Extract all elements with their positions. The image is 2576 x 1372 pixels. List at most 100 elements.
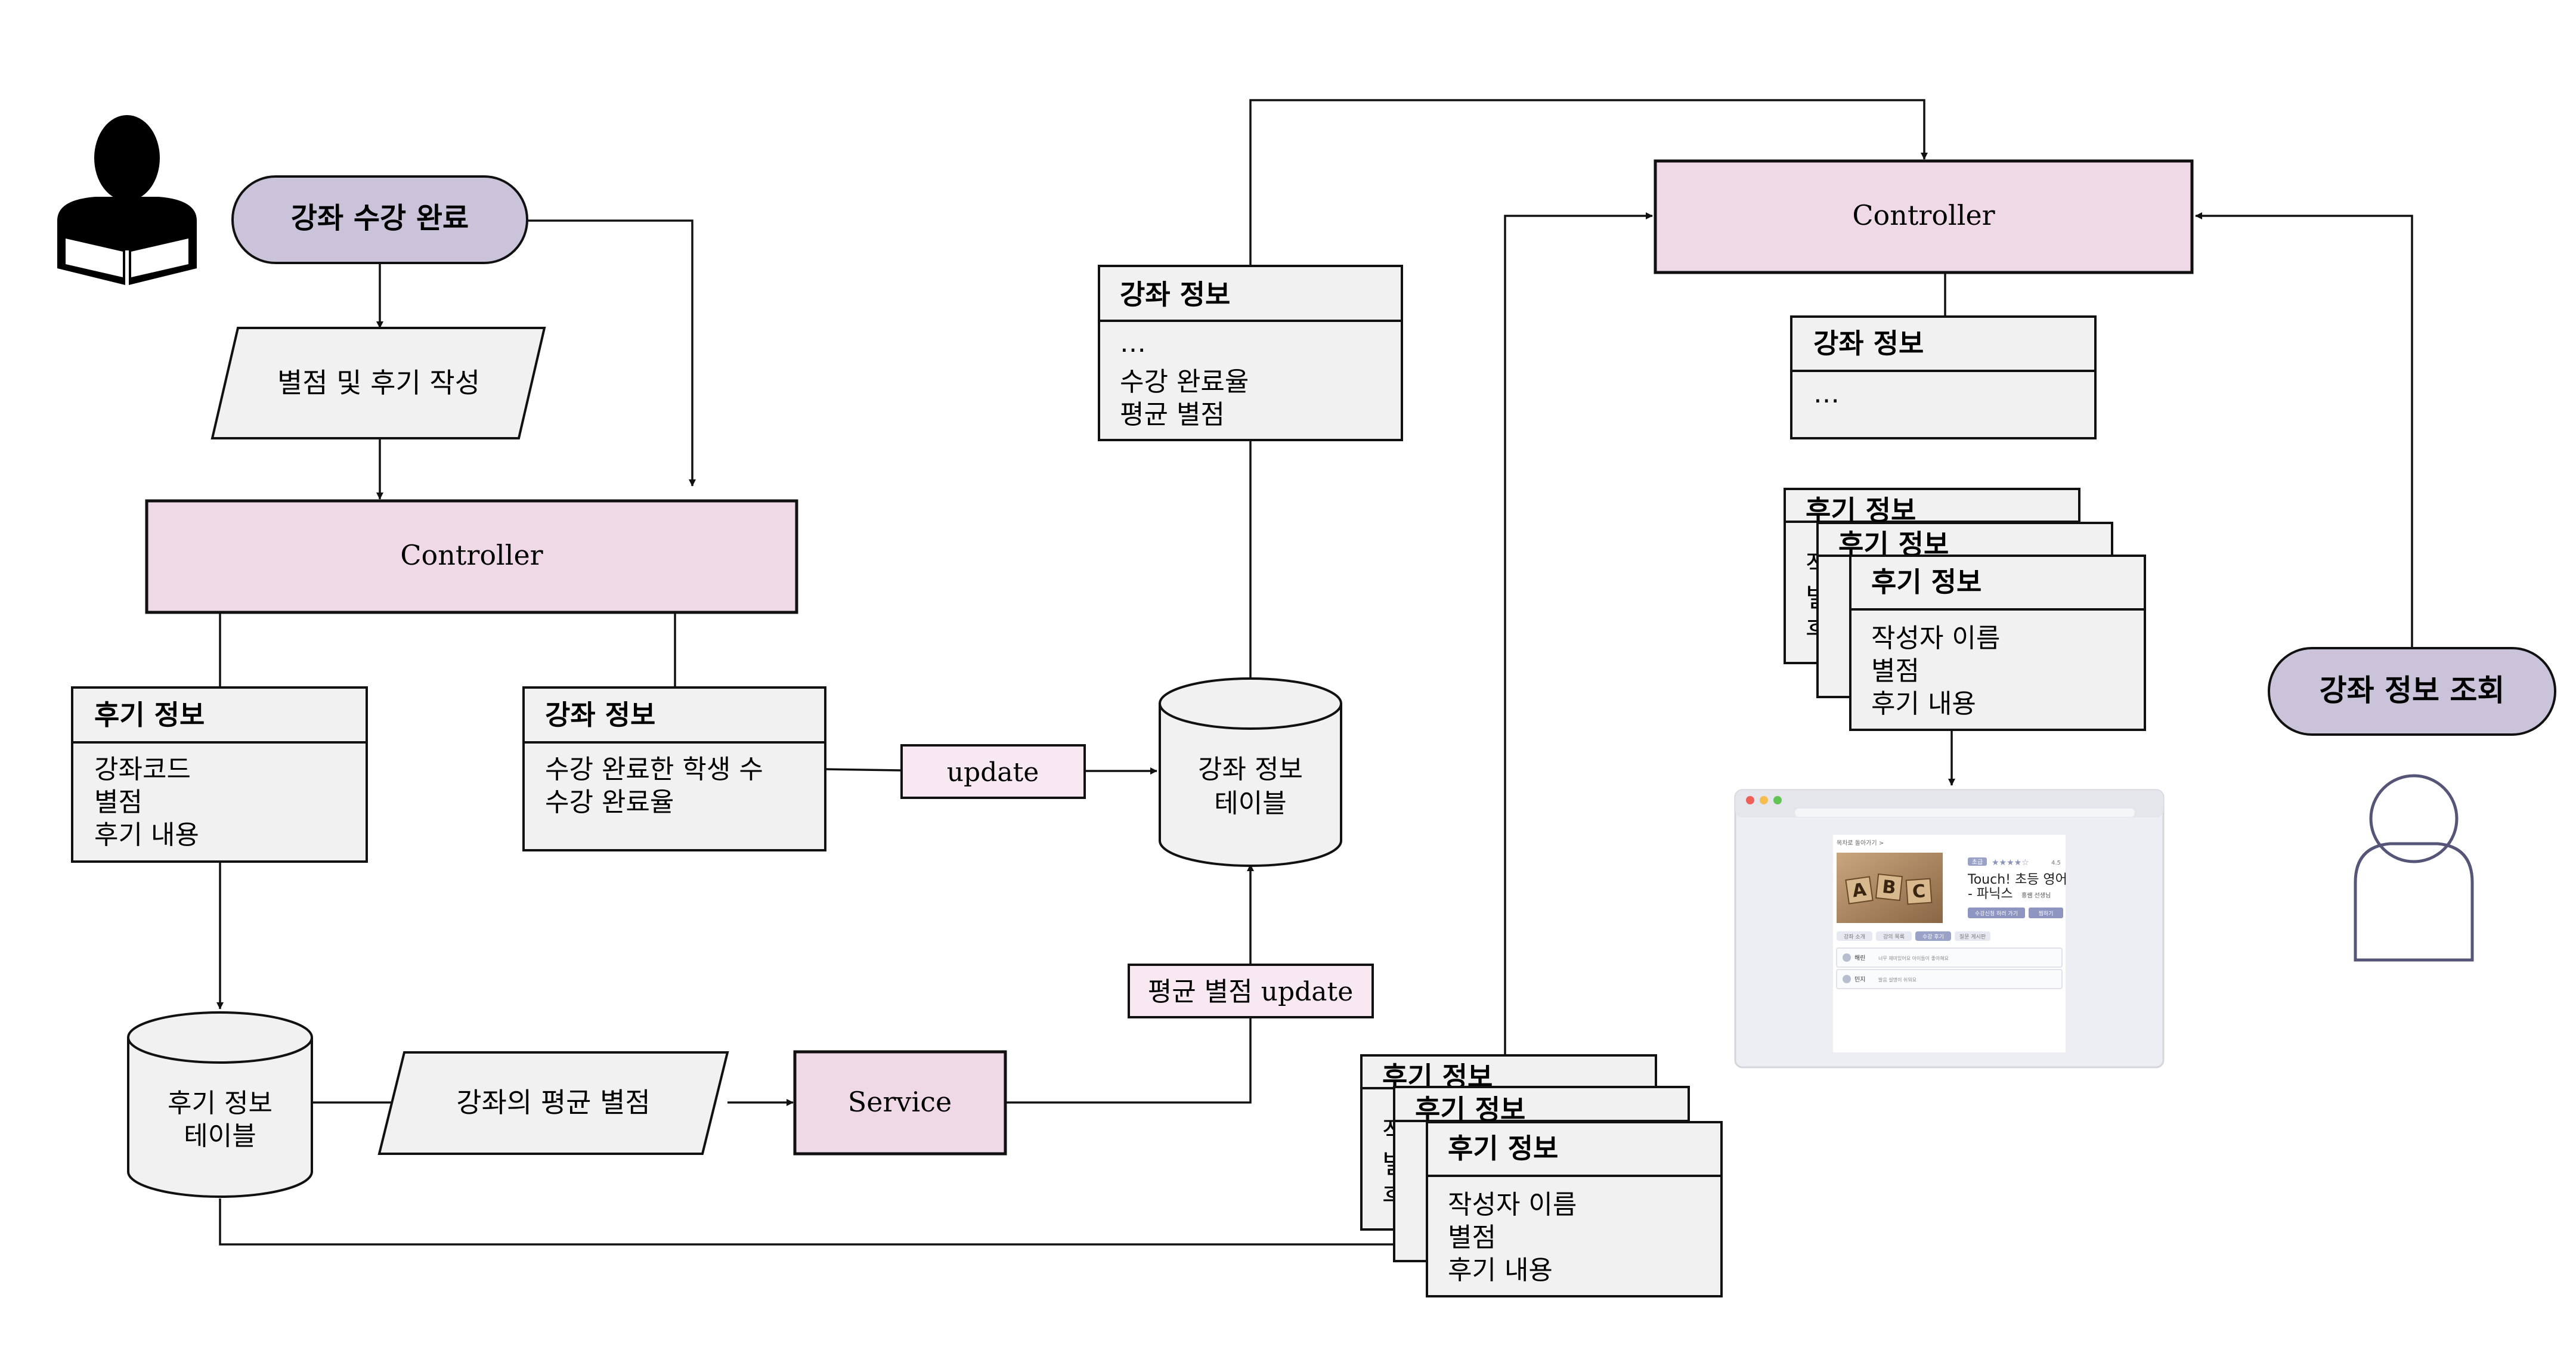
course-info-box-middle: 강좌 정보 … 수강 완료율 평균 별점: [1098, 265, 1403, 441]
connector-lines: [216, 99, 2413, 1246]
review-stack-mid-back-title-2: 후기 정보: [1415, 1094, 1525, 1126]
course-info-left-line-2: 수강 완료율: [545, 787, 674, 817]
query-pill: 강좌 정보 조회: [2268, 647, 2556, 736]
course-info-left-line-1: 수강 완료한 학생 수: [545, 754, 763, 785]
course-title-2: - 파닉스: [1968, 887, 2013, 902]
service-label: Service: [848, 1086, 952, 1118]
course-table-line-1: 강좌 정보: [1198, 754, 1303, 785]
line-service-to-avg-update: [1005, 1014, 1252, 1104]
review-stack-middle: 후기 정보 작 별 후 후기 정보 후기 정보 작성자 이름 별점 후기 내용: [1360, 1054, 1723, 1297]
arrow-course-info-to-controller: [1249, 99, 1928, 266]
level-badge-text: 초급: [1972, 859, 1983, 866]
start-label: 강좌 수강 완료: [291, 202, 469, 235]
start-pill: 강좌 수강 완료: [231, 175, 528, 264]
tab-qna-label: 질문 게시판: [1959, 933, 1986, 940]
enroll-button-label: 수강신청 하러 가기: [1975, 910, 2018, 917]
course-info-right-line-1: …: [1813, 379, 1840, 409]
course-info-mid-line-1: …: [1120, 328, 1146, 358]
review-info-line-3: 후기 내용: [94, 820, 199, 850]
review-stack-right-back-title-1: 후기 정보: [1806, 494, 1916, 526]
review-stack-mid-title: 후기 정보: [1448, 1132, 1558, 1165]
controller-right-label: Controller: [1852, 199, 1995, 231]
tab-qna[interactable]: [1955, 931, 1990, 941]
course-info-right-title: 강좌 정보: [1813, 327, 1924, 360]
svg-text:C: C: [1912, 881, 1926, 902]
avg-update-label: 평균 별점 update: [1148, 977, 1354, 1007]
tab-lecture-list[interactable]: [1876, 931, 1912, 941]
window-min-dot: [1760, 796, 1768, 804]
review-table-cylinder: 후기 정보 테이블: [127, 1011, 313, 1198]
review-card-right-front: [1849, 555, 2146, 731]
course-table-cylinder: 강좌 정보 테이블: [1159, 677, 1342, 867]
avg-update-label-box: 평균 별점 update: [1128, 964, 1374, 1018]
enroll-button[interactable]: [1968, 908, 2025, 918]
course-page-screenshot: 목차로 돌아가기 > A B C 초급 ★★★★☆ 4.5 Touch! 초등 …: [1734, 789, 2165, 1069]
review-input-shape: 별점 및 후기 작성: [210, 327, 546, 439]
review-item-2-name: 민지: [1854, 976, 1865, 983]
review-stack-right-line-2: 별점: [1871, 656, 1919, 686]
controller-left-label: Controller: [400, 539, 543, 571]
course-info-box-left: 강좌 정보 수강 완료한 학생 수 수강 완료율: [522, 686, 826, 851]
course-info-mid-line-2: 수강 완료율: [1120, 367, 1249, 397]
review-item-1-name: 해린: [1854, 954, 1865, 962]
arrow-start-to-controller: [527, 219, 696, 487]
tab-reviews[interactable]: [1915, 931, 1951, 941]
review-stack-mid-line-1: 작성자 이름: [1448, 1190, 1577, 1220]
review-card-front: [1426, 1121, 1723, 1297]
review-stack-right-title: 후기 정보: [1871, 566, 1981, 598]
tab-reviews-label: 수강 후기: [1922, 934, 1944, 940]
person-reading-book-icon: [57, 115, 197, 285]
tab-course-intro-label: 강좌 소개: [1844, 934, 1865, 940]
arrow-query-to-controller: [2195, 212, 2413, 648]
level-badge: [1968, 857, 1987, 866]
review-stack-right: 후기 정보 작 별 후 후기 정보 후기 정보 작성자 이름 별점 후기 내용: [1784, 488, 2146, 731]
review-item-2-text: 발음 설명이 쉬워요: [1878, 977, 1916, 983]
course-info-box-right: 강좌 정보 …: [1790, 315, 2097, 439]
course-info-mid-line-3: 평균 별점: [1120, 399, 1225, 430]
review-stack-right-line-3: 후기 내용: [1871, 689, 1976, 719]
update-label-box: update: [900, 744, 1086, 799]
line-course-info-to-update: [825, 768, 902, 772]
review-table-line-2: 테이블: [184, 1121, 256, 1151]
course-table-line-2: 테이블: [1214, 788, 1286, 819]
review-stack-right-line-1: 작성자 이름: [1871, 623, 2000, 654]
review-info-box: 후기 정보 강좌코드 별점 후기 내용: [71, 686, 368, 863]
teacher-name: 홍쌤 선생님: [2021, 891, 2051, 899]
service-box: Service: [793, 1050, 1007, 1156]
review-item-1: [1836, 947, 2063, 968]
address-bar: [1795, 809, 2135, 817]
review-info-line-2: 별점: [94, 787, 143, 817]
screenshot-breadcrumb: 목차로 돌아가기 >: [1837, 840, 1884, 847]
arrow-review-stack-to-controller: [1504, 212, 1653, 1055]
review-table-line-1: 후기 정보: [168, 1088, 273, 1119]
avg-rating-shape: 강좌의 평균 별점: [377, 1051, 729, 1155]
svg-text:B: B: [1881, 877, 1897, 899]
input-label: 별점 및 후기 작성: [277, 367, 480, 399]
wishlist-button[interactable]: [2029, 908, 2063, 918]
course-info-left-title: 강좌 정보: [545, 699, 655, 731]
line-review-table-to-stack: [219, 1198, 1425, 1246]
tab-course-intro[interactable]: [1837, 931, 1872, 941]
rating-value: 4.5: [2051, 860, 2061, 866]
svg-text:A: A: [1851, 879, 1868, 902]
star-rating: ★★★★☆: [1992, 858, 2029, 868]
course-info-mid-title: 강좌 정보: [1120, 278, 1230, 311]
query-label: 강좌 정보 조회: [2320, 673, 2505, 708]
avg-label: 강좌의 평균 별점: [456, 1086, 650, 1119]
review-item-2: [1836, 969, 2063, 989]
person-outline-icon: [2354, 774, 2474, 962]
controller-right: Controller: [1654, 159, 2194, 274]
review-stack-mid-line-2: 별점: [1448, 1222, 1496, 1253]
review-info-title: 후기 정보: [94, 699, 205, 731]
review-info-line-1: 강좌코드: [94, 754, 191, 785]
review-item-1-text: 너무 재미있어요 아이들이 좋아해요: [1878, 955, 1949, 961]
course-title-1: Touch! 초등 영어: [1967, 872, 2067, 887]
wishlist-button-label: 찜하기: [2039, 910, 2054, 917]
controller-left: Controller: [145, 499, 798, 614]
update-label: update: [947, 757, 1039, 788]
window-max-dot: [1773, 796, 1782, 804]
tab-lecture-list-label: 강의 목록: [1883, 934, 1905, 940]
review-stack-mid-line-3: 후기 내용: [1448, 1255, 1553, 1286]
window-close-dot: [1746, 796, 1754, 804]
